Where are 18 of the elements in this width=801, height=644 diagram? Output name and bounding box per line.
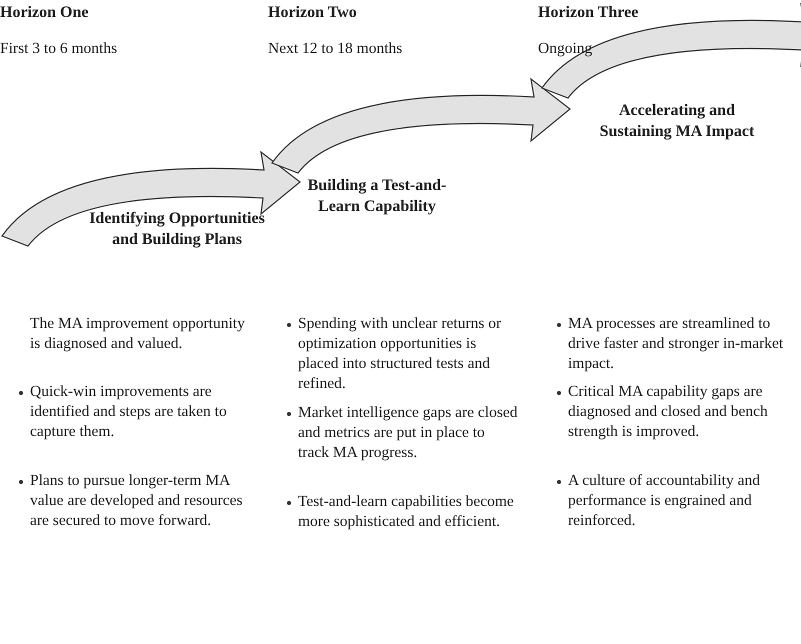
bullet-text: Spending with unclear returns or optimization opportunities is placed into structured tests and refined.: [298, 314, 502, 394]
phase-title: Accelerating and Sustaining MA Impact: [598, 101, 756, 142]
bullet-text: Test-and-learn capabilities become more sophisticated and efficient.: [298, 492, 515, 532]
bullet-text: Plans to pursue longer-term MA value are developed and resources are secured to move forward.: [30, 471, 244, 531]
bullet-text: Quick-win improvements are identified and steps are taken to capture them.: [30, 382, 228, 442]
bullet-text: A culture of accountability and performance is engrained and reinforced.: [568, 471, 761, 531]
column-heading: Horizon One: [0, 4, 88, 22]
phase-title: Identifying Opportunities and Building Plans: [88, 209, 266, 250]
timeframe-text: Ongoing: [538, 40, 592, 58]
column-heading: Horizon Two: [268, 4, 357, 22]
bullet-text: Market intelligence gaps are closed and metrics are put in place to track MA progress.: [298, 403, 518, 463]
bullet-text: The MA improvement opportunity is diagnosed and valued.: [30, 314, 246, 354]
column-heading: Horizon Three: [538, 4, 638, 22]
bullet-text: Critical MA capability gaps are diagnosed and closed and bench strength is improved.: [568, 382, 769, 442]
timeframe-text: Next 12 to 18 months: [268, 40, 402, 58]
bullet-text: MA processes are streamlined to drive faster and stronger in-market impact.: [568, 314, 784, 374]
phase-title: Building a Test-and-Learn Capability: [306, 176, 448, 217]
timeframe-text: First 3 to 6 months: [0, 40, 118, 58]
